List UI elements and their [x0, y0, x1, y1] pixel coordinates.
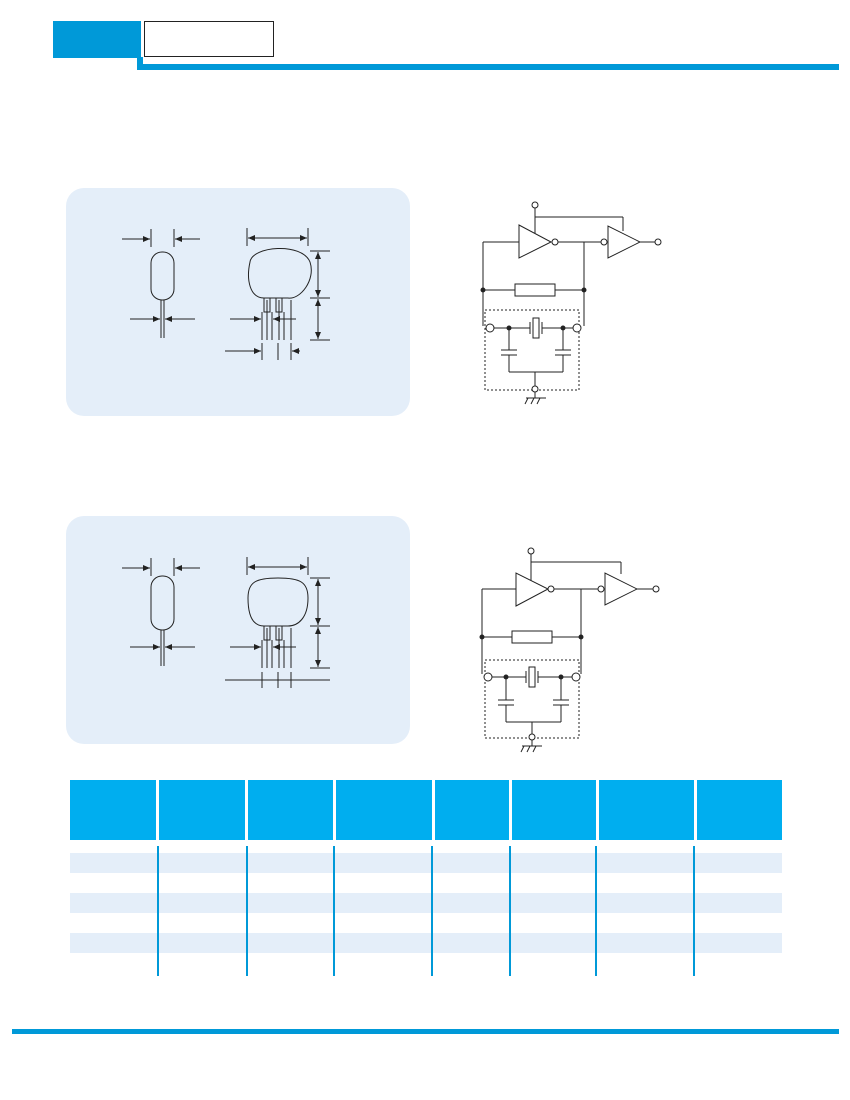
component-outline-panel-2: [66, 516, 410, 744]
component-outline-panel-1: [66, 188, 410, 416]
header-rule: [137, 64, 839, 70]
table-col-header-1: [70, 780, 156, 840]
front-view-drawing-2: [225, 557, 330, 688]
spec-table-header: [70, 780, 782, 840]
table-column-divider: [157, 846, 159, 976]
footer-rule: [12, 1029, 839, 1034]
oscillator-circuit-1: [480, 201, 662, 405]
table-column-divider: [595, 846, 597, 976]
header-title-box: [144, 21, 274, 57]
table-column-divider: [333, 846, 335, 976]
table-col-header-4: [336, 780, 432, 840]
table-col-header-7: [599, 780, 694, 840]
table-column-divider: [431, 846, 433, 976]
side-view-drawing-2: [122, 558, 200, 666]
oscillator-circuit-2: [479, 547, 660, 753]
table-row: [70, 893, 782, 913]
table-col-header-2: [159, 780, 245, 840]
table-row: [70, 933, 782, 953]
front-view-drawing-1: [225, 228, 330, 360]
table-col-header-3: [248, 780, 333, 840]
table-column-divider: [693, 846, 695, 976]
table-column-divider: [246, 846, 248, 976]
header-rule-vertical: [137, 57, 143, 70]
table-column-divider: [509, 846, 511, 976]
table-col-header-6: [512, 780, 596, 840]
table-row: [70, 853, 782, 873]
table-col-header-5: [435, 780, 509, 840]
side-view-drawing-1: [122, 229, 200, 338]
table-col-header-8: [697, 780, 782, 840]
header-section-tab: [53, 21, 141, 58]
